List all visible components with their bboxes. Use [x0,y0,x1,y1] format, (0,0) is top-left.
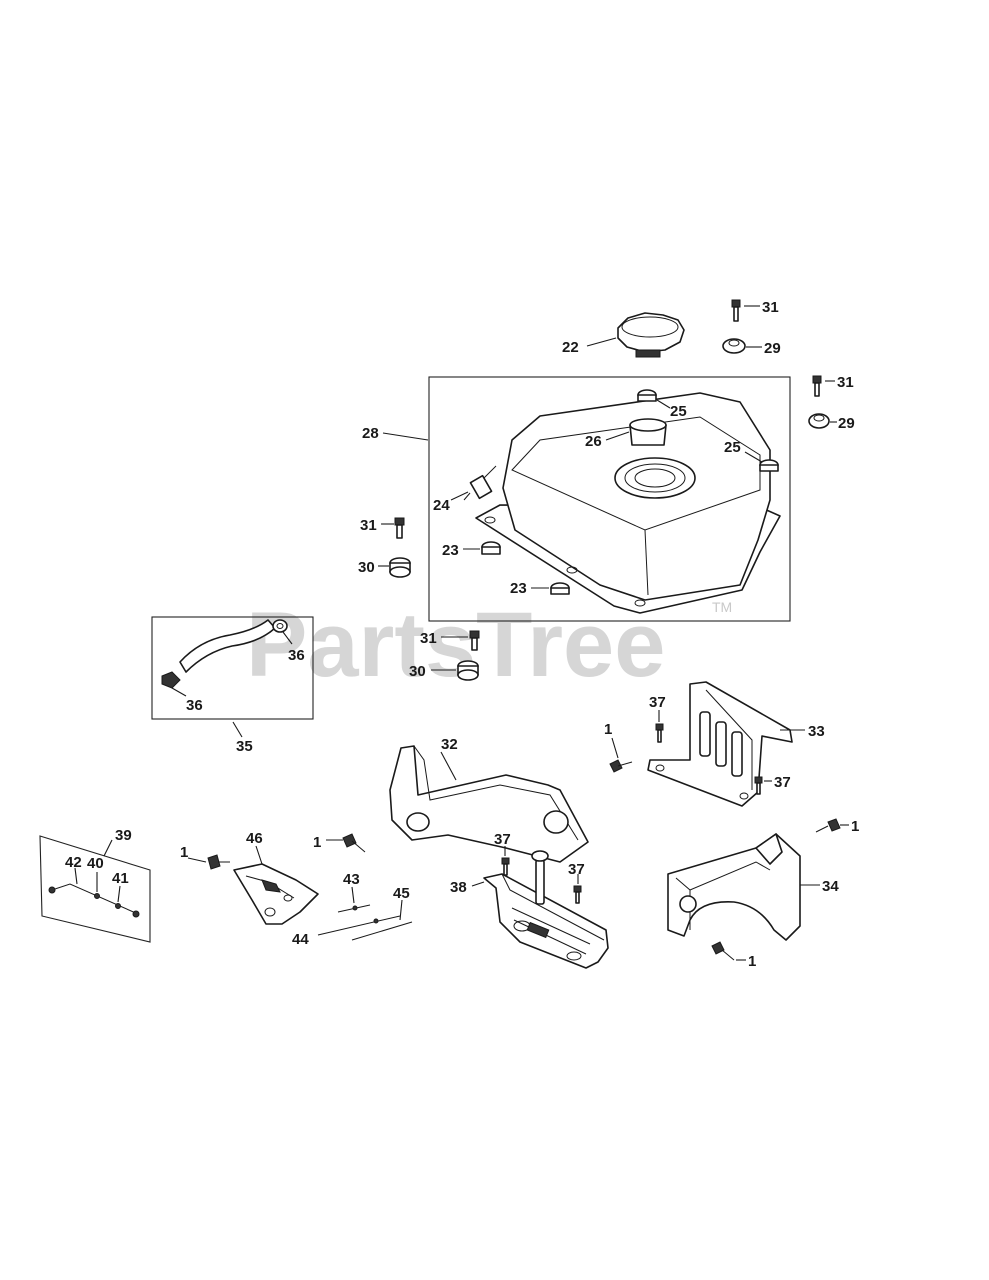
shroud-34-part[interactable] [667,833,801,941]
bolt-1-lower-left[interactable] [207,854,230,870]
callout-28[interactable]: 28 [362,425,379,442]
spacer-30-left[interactable] [389,557,411,578]
callout-26[interactable]: 26 [585,433,602,450]
nut-29-right[interactable] [808,413,830,429]
fuel-tank-part[interactable] [475,392,781,614]
assembly-46-part[interactable] [233,863,319,925]
bracket-32-part[interactable] [389,745,589,863]
callout-1-c[interactable]: 1 [851,818,859,835]
bolt-1-left[interactable] [342,833,366,853]
callout-34[interactable]: 34 [822,878,839,895]
screw-37-bracket-top[interactable] [655,723,664,743]
callout-24[interactable]: 24 [433,497,450,514]
fuel-cap-part[interactable] [617,312,685,358]
spacer-30-center[interactable] [457,660,479,681]
callout-31-b[interactable]: 31 [837,374,854,391]
watermark-brand: PartsTree [246,594,665,696]
bolt-31-center[interactable] [469,630,480,651]
hose-clamp-36-bottom[interactable] [161,671,181,689]
callout-36-b[interactable]: 36 [186,697,203,714]
bolt-1-right[interactable] [815,818,841,833]
callout-23-a[interactable]: 23 [442,542,459,559]
bolt-31-top[interactable] [731,299,741,322]
callout-1-d[interactable]: 1 [180,844,188,861]
callout-46[interactable]: 46 [246,830,263,847]
filter-26[interactable] [629,418,667,446]
callout-39[interactable]: 39 [115,827,132,844]
bracket-38-part[interactable] [483,850,609,969]
callout-43[interactable]: 43 [343,871,360,888]
rod-43[interactable] [337,904,371,913]
callout-1-b[interactable]: 1 [313,834,321,851]
callout-37-b[interactable]: 37 [774,774,791,791]
callout-37-a[interactable]: 37 [649,694,666,711]
fuel-valve-24[interactable] [463,465,497,501]
callout-45[interactable]: 45 [393,885,410,902]
rod-45[interactable] [351,921,413,941]
callout-25-a[interactable]: 25 [670,403,687,420]
callout-23-b[interactable]: 23 [510,580,527,597]
callout-44[interactable]: 44 [292,931,309,948]
callout-31-d[interactable]: 31 [420,630,437,647]
bushing-25-right[interactable] [759,459,779,472]
bracket-33-part[interactable] [647,681,793,807]
callout-29-b[interactable]: 29 [838,415,855,432]
kit-39-linkage[interactable] [48,883,140,918]
callout-37-d[interactable]: 37 [568,861,585,878]
bushing-25-top[interactable] [637,389,657,402]
screw-37-38-right[interactable] [573,885,582,904]
screw-37-bracket-right[interactable] [754,776,763,795]
callout-1-a[interactable]: 1 [604,721,612,738]
callout-29-a[interactable]: 29 [764,340,781,357]
bolt-1-bracket[interactable] [609,759,633,773]
callout-30-a[interactable]: 30 [358,559,375,576]
bushing-23-bottom[interactable] [550,582,570,595]
bolt-31-left[interactable] [394,517,405,539]
callout-35[interactable]: 35 [236,738,253,755]
callout-25-b[interactable]: 25 [724,439,741,456]
nut-29-top[interactable] [722,338,746,354]
callout-31-c[interactable]: 31 [360,517,377,534]
bolt-31-right[interactable] [812,375,822,397]
callout-40[interactable]: 40 [87,855,104,872]
callout-22[interactable]: 22 [562,339,579,356]
watermark-trademark: TM [712,599,732,615]
bolt-1-bottom[interactable] [711,941,735,961]
callout-36-a[interactable]: 36 [288,647,305,664]
bushing-23-left[interactable] [481,541,501,555]
callout-1-e[interactable]: 1 [748,953,756,970]
callout-33[interactable]: 33 [808,723,825,740]
callout-41[interactable]: 41 [112,870,129,887]
callout-38[interactable]: 38 [450,879,467,896]
callout-42[interactable]: 42 [65,854,82,871]
callout-37-c[interactable]: 37 [494,831,511,848]
fuel-line-kit-box [151,616,314,720]
kit-39-frame [39,835,151,943]
screw-37-38-left[interactable] [501,857,510,876]
fuel-tank-box [428,376,791,622]
callout-31-a[interactable]: 31 [762,299,779,316]
callout-32[interactable]: 32 [441,736,458,753]
rod-44[interactable] [317,915,401,936]
hose-clamp-36-top[interactable] [272,619,288,633]
callout-30-b[interactable]: 30 [409,663,426,680]
